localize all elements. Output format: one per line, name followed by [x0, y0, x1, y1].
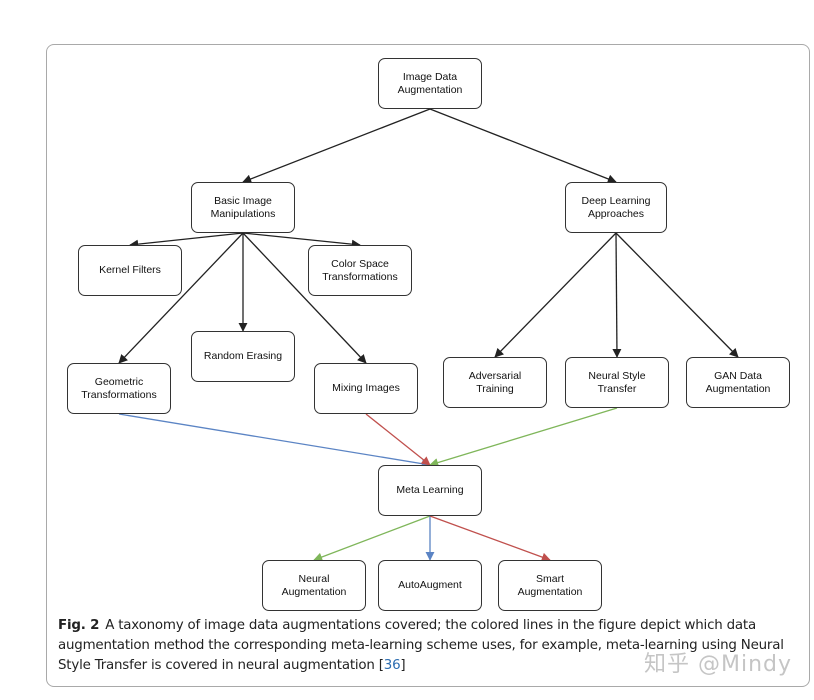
node-autoaugment: AutoAugment — [378, 560, 482, 611]
node-adversarial-training: Adversarial Training — [443, 357, 547, 408]
edge-deep-learning-approaches-to-gan-data-augmentation — [615, 232, 739, 358]
caption-text: A taxonomy of image data augmentations c… — [58, 618, 784, 673]
caption-label: Fig. 2 — [58, 618, 100, 633]
edge-basic-image-manipulations-to-mixing-images — [242, 232, 367, 364]
node-neural-style-transfer: Neural Style Transfer — [565, 357, 669, 408]
edge-meta-learning-to-neural-augmentation — [313, 515, 431, 562]
node-kernel-filters: Kernel Filters — [78, 245, 182, 296]
node-mixing-images: Mixing Images — [314, 363, 418, 414]
edge-deep-learning-approaches-to-neural-style-transfer — [612, 232, 622, 358]
node-meta-learning: Meta Learning — [378, 465, 482, 516]
node-neural-augmentation: Neural Augmentation — [262, 560, 366, 611]
edge-neural-style-transfer-to-meta-learning — [429, 407, 618, 467]
edge-basic-image-manipulations-to-geometric-transformations — [118, 232, 244, 364]
caption-text-end: ] — [400, 658, 406, 673]
edge-basic-image-manipulations-to-kernel-filters — [129, 232, 244, 249]
watermark: 知乎 @Mindy — [644, 652, 793, 677]
caption-reference-link[interactable]: 36 — [383, 658, 401, 673]
edge-basic-image-manipulations-to-color-space-transformations — [242, 232, 361, 249]
edge-image-data-augmentation-to-basic-image-manipulations — [242, 108, 431, 184]
node-smart-augmentation: Smart Augmentation — [498, 560, 602, 611]
edge-deep-learning-approaches-to-adversarial-training — [494, 232, 617, 358]
node-random-erasing: Random Erasing — [191, 331, 295, 382]
edge-mixing-images-to-meta-learning — [365, 413, 431, 466]
edge-meta-learning-to-smart-augmentation — [429, 515, 551, 562]
edge-image-data-augmentation-to-deep-learning-approaches — [429, 108, 617, 184]
edge-geometric-transformations-to-meta-learning — [118, 413, 431, 469]
